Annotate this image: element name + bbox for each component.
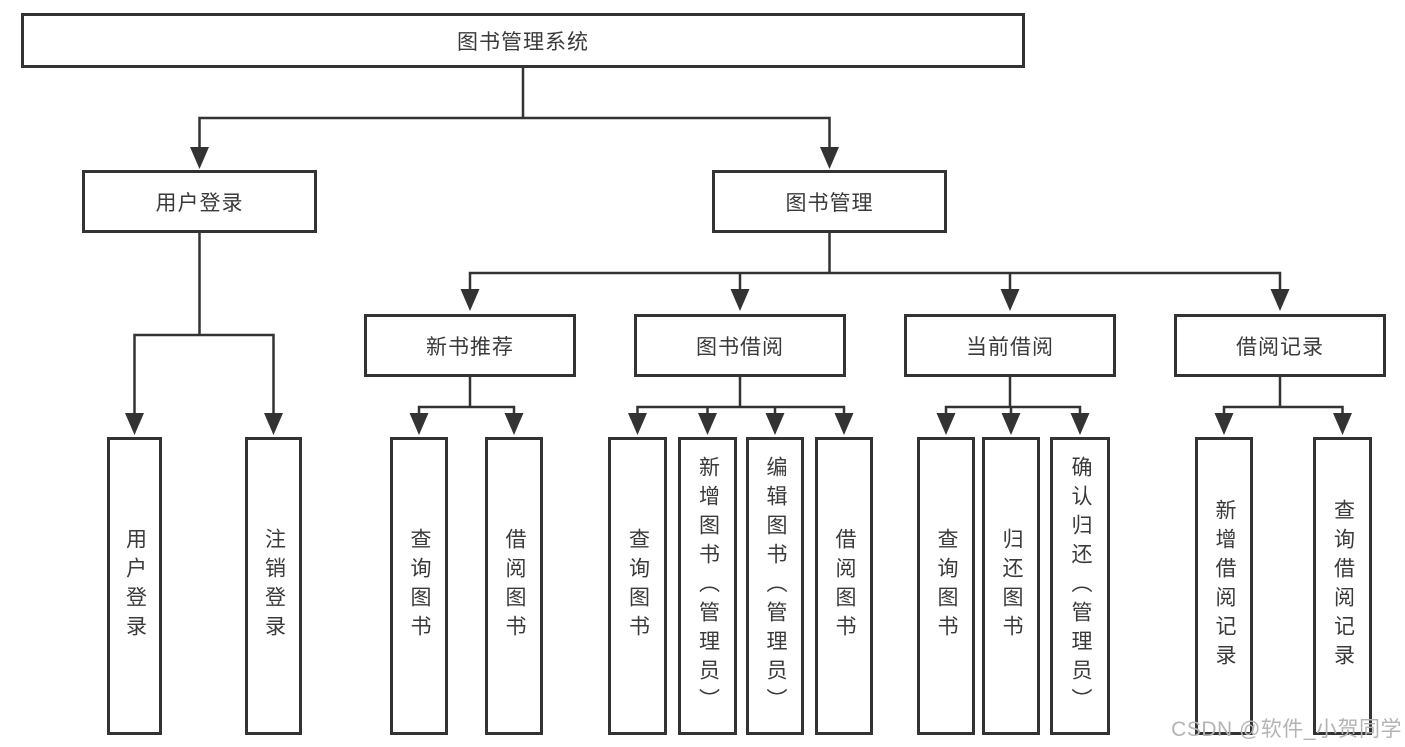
watermark: CSDN @软件_小贺同学 — [1171, 718, 1402, 741]
leaf-borrow-books-recommend: 借阅图书 — [485, 437, 543, 735]
leaf-borrow-books: 借阅图书 — [815, 437, 873, 735]
leaf-return-book: 归还图书 — [982, 437, 1040, 735]
leaf-logout: 注销登录 — [245, 437, 302, 735]
leaf-confirm-return-admin: 确认归还（管理员） — [1050, 437, 1110, 735]
leaf-query-books-recommend: 查询图书 — [390, 437, 448, 735]
node-current-borrow: 当前借阅 — [904, 314, 1116, 377]
leaf-query-books-current: 查询图书 — [917, 437, 975, 735]
leaf-add-book-admin: 新增图书（管理员） — [678, 437, 737, 735]
node-book-management: 图书管理 — [712, 170, 947, 233]
leaf-query-books-borrow: 查询图书 — [608, 437, 667, 735]
node-book-borrow: 图书借阅 — [634, 314, 846, 377]
leaf-user-login: 用户登录 — [107, 437, 162, 735]
node-borrow-records: 借阅记录 — [1174, 314, 1386, 377]
arrowheads — [125, 147, 1352, 435]
leaf-query-borrow-record: 查询借阅记录 — [1313, 437, 1372, 735]
node-root-system: 图书管理系统 — [21, 13, 1025, 68]
node-user-login: 用户登录 — [82, 170, 317, 233]
leaf-add-borrow-record: 新增借阅记录 — [1195, 437, 1253, 735]
node-new-book-recommend: 新书推荐 — [364, 314, 576, 377]
leaf-edit-book-admin: 编辑图书（管理员） — [746, 437, 804, 735]
